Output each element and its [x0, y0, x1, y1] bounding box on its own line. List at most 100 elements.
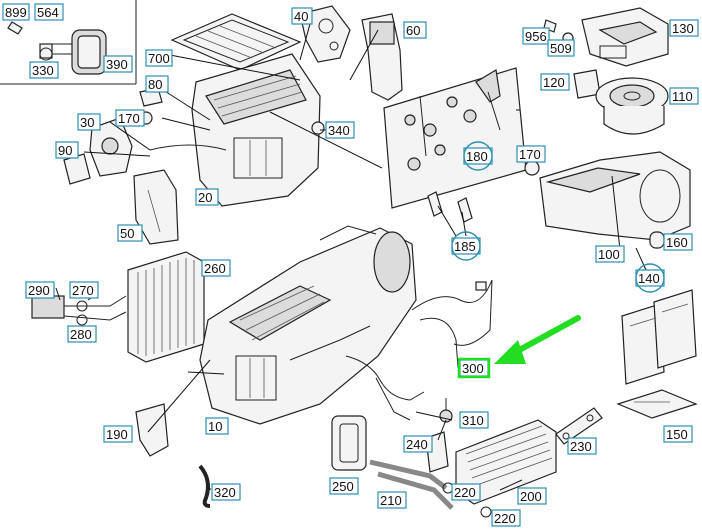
callout-190: 190 [103, 425, 133, 443]
callout-956: 956 [522, 27, 550, 45]
svg-text:340: 340 [328, 123, 350, 138]
svg-text:250: 250 [332, 479, 354, 494]
svg-text:170: 170 [118, 111, 140, 126]
callout-180-ring [463, 141, 493, 171]
part-100-blower-case [539, 151, 691, 241]
callout-140-ring [635, 263, 665, 293]
svg-text:330: 330 [32, 63, 54, 78]
callout-185-ring [451, 231, 481, 261]
svg-text:270: 270 [72, 283, 94, 298]
svg-text:20: 20 [198, 190, 212, 205]
part-220-seal-b [480, 506, 492, 518]
callout-300-highlight [457, 357, 491, 379]
svg-text:40: 40 [294, 9, 308, 24]
callout-200: 200 [517, 487, 547, 505]
callout-210: 210 [377, 491, 407, 509]
callout-250: 250 [329, 477, 359, 495]
callout-310: 310 [459, 411, 489, 429]
part-340-clip [311, 121, 325, 135]
svg-text:956: 956 [525, 29, 547, 44]
highlight-arrow [494, 315, 581, 364]
callout-564: 564 [34, 3, 64, 21]
callout-180: 180 [463, 147, 493, 165]
svg-text:390: 390 [106, 57, 128, 72]
part-899-clip [7, 21, 23, 35]
part-20-upper-housing [149, 53, 321, 207]
callout-100: 100 [595, 245, 625, 263]
part-260-evaporator [127, 251, 205, 363]
svg-text:320: 320 [214, 485, 236, 500]
callout-110: 110 [669, 87, 699, 105]
part-130-blower-housing [581, 7, 669, 67]
svg-text:240: 240 [406, 437, 428, 452]
callout-50: 50 [117, 224, 143, 242]
callout-130: 130 [669, 19, 699, 37]
svg-text:899: 899 [5, 5, 27, 20]
svg-text:120: 120 [543, 75, 565, 90]
part-210-pipes [369, 459, 454, 510]
part-160-grommet [649, 231, 665, 249]
callout-220-a: 220 [451, 483, 481, 501]
svg-text:160: 160 [666, 235, 688, 250]
callout-260: 260 [201, 259, 231, 277]
callout-899: 899 [2, 3, 30, 21]
part-185-clips [427, 191, 473, 223]
svg-text:290: 290 [28, 283, 50, 298]
cable-harness-center [345, 355, 425, 401]
svg-text:100: 100 [598, 247, 620, 262]
svg-text:210: 210 [380, 493, 402, 508]
svg-text:280: 280 [70, 327, 92, 342]
part-50-duct [133, 169, 179, 245]
part-280-seal [76, 314, 88, 326]
svg-text:260: 260 [204, 261, 226, 276]
callout-290: 290 [25, 281, 55, 299]
callout-230: 230 [567, 437, 597, 455]
svg-text:80: 80 [148, 77, 162, 92]
inset-box [0, 0, 137, 85]
callout-150: 150 [663, 425, 693, 443]
svg-text:50: 50 [120, 226, 134, 241]
part-390-illustration [39, 29, 107, 75]
part-170-grommet-right [524, 160, 540, 176]
svg-text:30: 30 [80, 115, 94, 130]
callout-60: 60 [403, 21, 427, 39]
part-150-cover [616, 389, 698, 419]
svg-text:200: 200 [520, 489, 542, 504]
callout-340: 340 [325, 121, 355, 139]
callout-30: 30 [77, 113, 101, 131]
svg-text:310: 310 [462, 413, 484, 428]
callout-140: 140 [635, 269, 665, 287]
callout-10: 10 [205, 417, 229, 435]
part-250-gasket [331, 415, 367, 471]
leader-lines [55, 23, 647, 491]
svg-text:150: 150 [666, 427, 688, 442]
part-110-blower-motor [595, 77, 669, 135]
svg-text:130: 130 [672, 21, 694, 36]
callout-280: 280 [67, 325, 97, 343]
callout-509: 509 [547, 39, 575, 57]
svg-text:230: 230 [570, 439, 592, 454]
svg-text:509: 509 [550, 41, 572, 56]
part-190-bracket [135, 403, 169, 457]
part-330-ring [39, 47, 53, 61]
callout-170-right: 170 [516, 145, 546, 163]
callout-185: 185 [451, 237, 481, 255]
callout-300: 300 [459, 359, 489, 377]
svg-text:564: 564 [37, 5, 59, 20]
callout-80: 80 [145, 75, 169, 93]
svg-text:220: 220 [494, 511, 516, 526]
callout-240: 240 [403, 435, 433, 453]
callout-700: 700 [145, 49, 173, 67]
svg-text:190: 190 [106, 427, 128, 442]
part-290-valve [31, 295, 65, 319]
callout-170-left: 170 [115, 109, 145, 127]
svg-text:90: 90 [58, 143, 72, 158]
part-320-drain [198, 464, 211, 508]
callout-320: 320 [211, 483, 241, 501]
part-300-harness [411, 279, 493, 369]
svg-text:180: 180 [466, 149, 488, 164]
part-230-strap [555, 407, 603, 445]
svg-text:140: 140 [638, 271, 660, 286]
callout-330: 330 [29, 61, 59, 79]
